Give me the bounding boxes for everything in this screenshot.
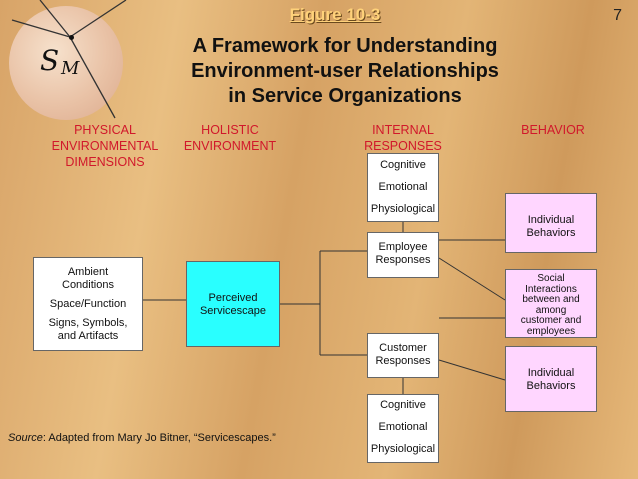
employee-responses-box: Employee Responses [367,232,439,278]
column-header-physical: PHYSICAL ENVIRONMENTAL DIMENSIONS [51,123,159,169]
column-header-holistic: HOLISTIC ENVIRONMENT [183,123,277,153]
customer-internal-responses-box: Cognitive Emotional Physiological [367,394,439,463]
employee-individual-behaviors-box: Individual Behaviors [505,193,597,253]
employee-physiological-text: Physiological [370,203,436,215]
space-function-text: Space/Function [49,298,127,310]
source-text: : Adapted from Mary Jo Bitner, “Services… [42,432,276,444]
slide-title: A Framework for Understanding Environmen… [191,35,499,107]
column-header-behavior: BEHAVIOR [521,123,585,137]
employee-emotional-text: Emotional [378,181,428,193]
logo-letter-m: M [61,58,80,79]
signs-symbols-text: Signs, Symbols, and Artifacts [48,317,128,342]
employee-internal-responses-box: Cognitive Emotional Physiological [367,153,439,222]
customer-cognitive-text: Cognitive [380,399,426,411]
social-interactions-box: Social Interactions between and among cu… [505,269,597,338]
physical-dimensions-box: Ambient Conditions Space/Function Signs,… [33,257,143,351]
customer-responses-box: Customer Responses [367,333,439,378]
source-label: Source [8,432,43,444]
customer-individual-behaviors-box: Individual Behaviors [505,346,597,412]
ambient-conditions-text: Ambient Conditions [62,266,114,291]
column-header-internal: INTERNAL RESPONSES [364,123,442,153]
page-number: 7 [613,7,622,24]
logo-letter-s: S [40,44,60,77]
figure-label: Figure 10-3 [289,5,381,24]
perceived-servicescape-box: Perceived Servicescape [186,261,280,347]
source-note: Source: Adapted from Mary Jo Bitner, “Se… [8,432,276,444]
customer-emotional-text: Emotional [378,421,428,433]
customer-physiological-text: Physiological [370,443,436,455]
logo-dot [69,35,74,40]
employee-cognitive-text: Cognitive [380,159,426,171]
